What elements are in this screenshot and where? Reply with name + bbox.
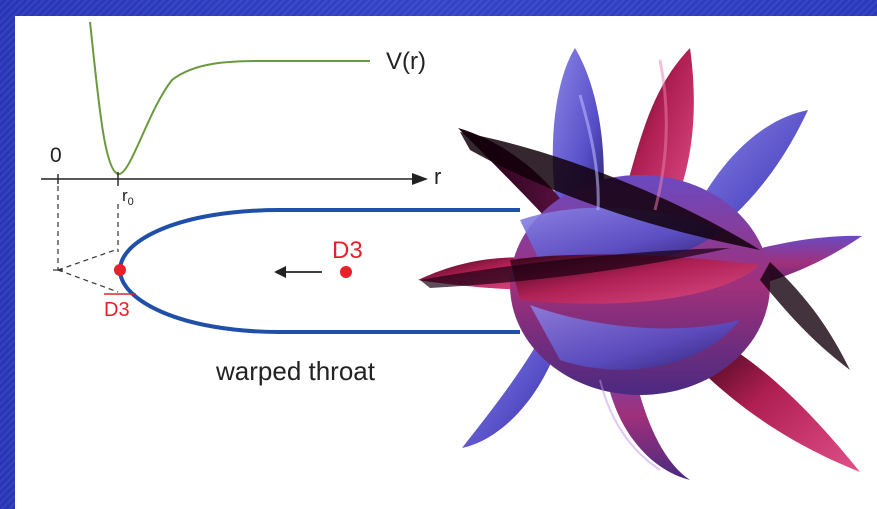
dashed-construction-lines — [57, 186, 119, 293]
throat-label: warped throat — [215, 356, 376, 386]
anti-d3-label: D3 — [104, 299, 130, 321]
compact-bulk-surface — [418, 48, 862, 480]
potential-curve — [89, 21, 370, 175]
d3-dot — [340, 266, 352, 278]
r0-label: r0 — [122, 186, 134, 208]
r-axis-label: r — [434, 164, 441, 189]
d3-label: D3 — [332, 237, 363, 264]
r-axis-arrowhead — [412, 173, 428, 185]
anti-d3-dot — [114, 264, 126, 276]
d3-motion-arrowhead — [274, 266, 286, 278]
zero-label: 0 — [50, 144, 62, 167]
potential-label: V(r) — [386, 48, 426, 75]
